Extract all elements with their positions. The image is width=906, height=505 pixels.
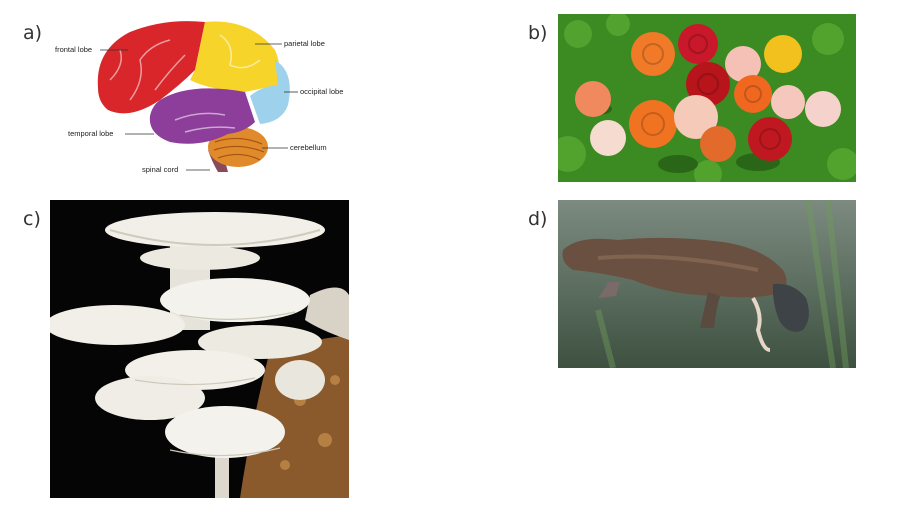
frontal-lobe-shape bbox=[97, 21, 205, 114]
label-occipital-lobe: occipital lobe bbox=[300, 87, 343, 96]
parietal-lobe-shape bbox=[190, 21, 280, 92]
brain-diagram: frontal lobe parietal lobe occipital lob… bbox=[50, 10, 355, 180]
platypus-photo bbox=[558, 200, 856, 368]
occipital-lobe-shape bbox=[250, 60, 290, 124]
panel-label-d: d) bbox=[528, 208, 548, 230]
roses-photo bbox=[558, 14, 856, 182]
panel-label-a: a) bbox=[23, 22, 43, 44]
label-spinal-cord: spinal cord bbox=[142, 165, 178, 174]
oyster-mushrooms-photo bbox=[50, 200, 349, 498]
label-cerebellum: cerebellum bbox=[290, 143, 327, 152]
panel-label-c: c) bbox=[23, 208, 41, 230]
temporal-lobe-shape bbox=[149, 88, 255, 144]
panel-label-b: b) bbox=[528, 22, 548, 44]
label-parietal-lobe: parietal lobe bbox=[284, 39, 325, 48]
label-temporal-lobe: temporal lobe bbox=[68, 129, 113, 138]
label-frontal-lobe: frontal lobe bbox=[55, 45, 92, 54]
